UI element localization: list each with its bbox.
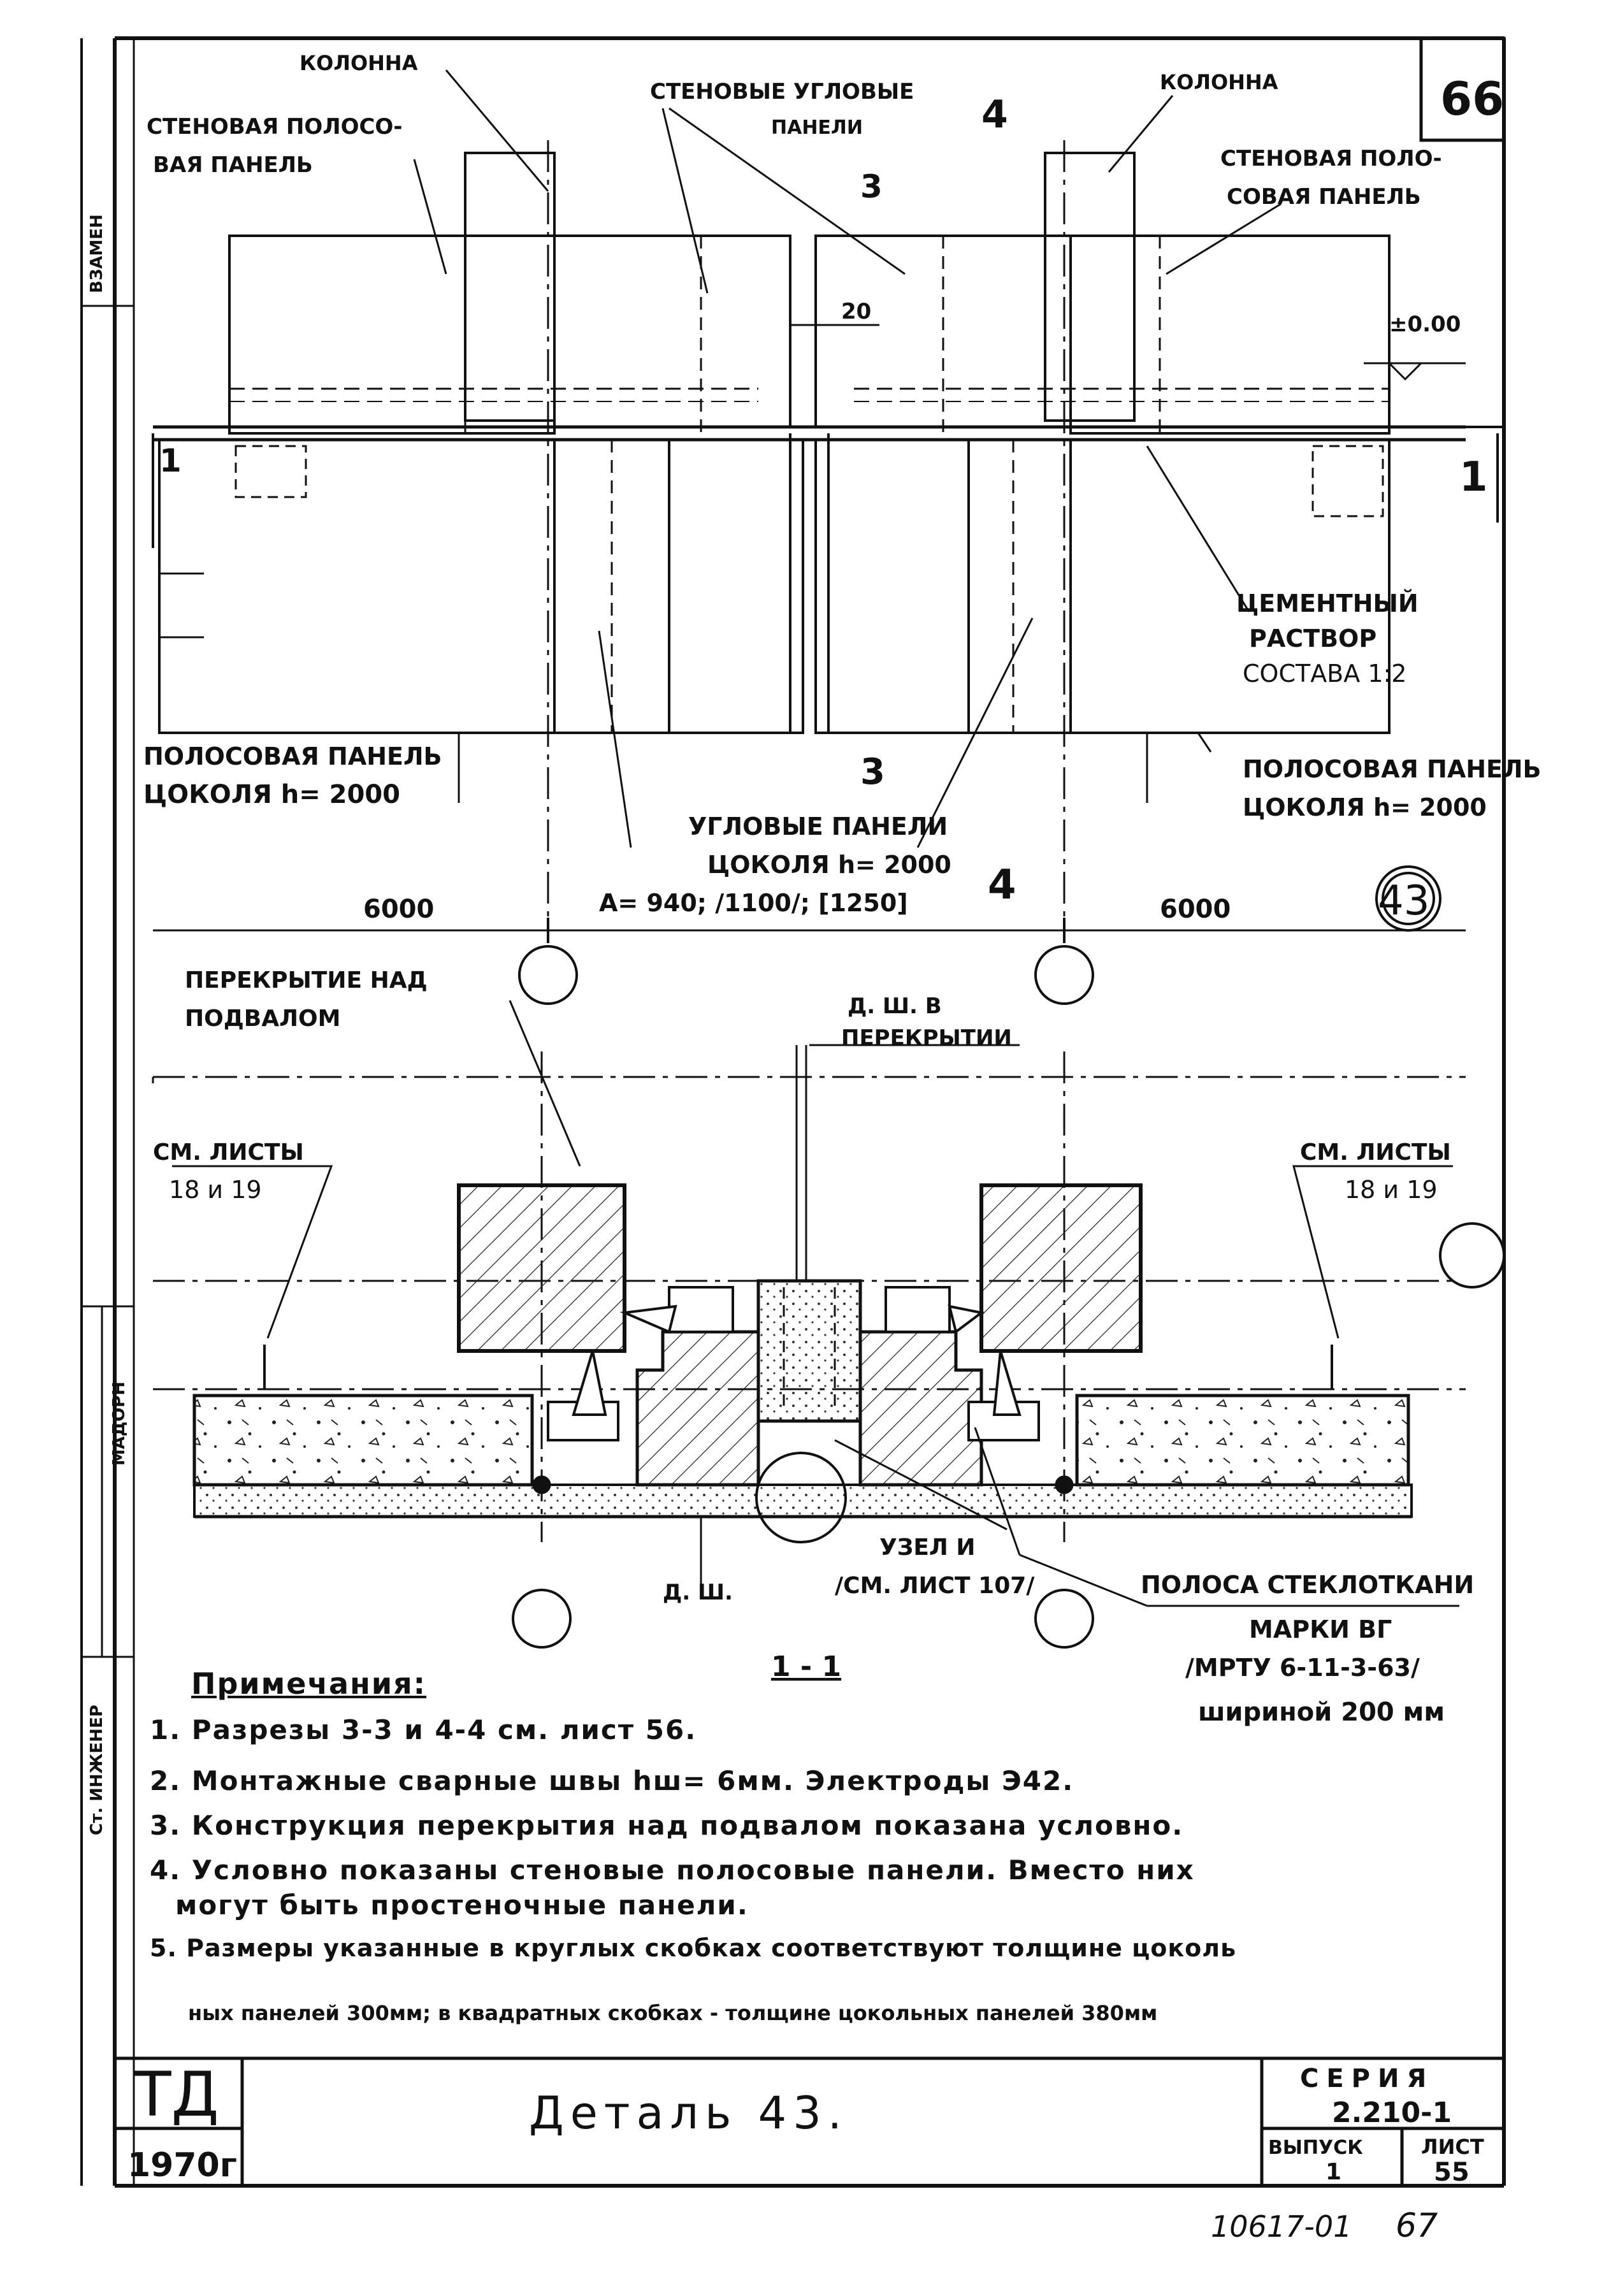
list-value: 55 [1434,2158,1470,2187]
label-cokol-left-1: ПОЛОСОВАЯ ПАНЕЛЬ [143,742,442,770]
dim-6000-left: 6000 [363,895,434,924]
label-stenovaya-left-2: ВАЯ ПАНЕЛЬ [153,152,313,178]
plan-view [152,69,1504,943]
label-sm-right-1: СМ. ЛИСТЫ [1300,1139,1451,1166]
label-dsh-1: Д. Ш. В [848,993,942,1019]
note-1: 1. Разрезы 3-3 и 4-4 см. лист 56. [150,1714,697,1745]
plan-labels: 66 КОЛОННА КОЛОННА СТЕНОВЫЕ УГЛОВЫЕ ПАНЕ… [143,51,1542,925]
label-stenovaya-right-2: СОВАЯ ПАНЕЛЬ [1227,184,1421,210]
section-mark-1-right: 1 [1459,454,1488,501]
label-sm-left-2: 18 и 19 [169,1176,262,1204]
section-mark-1-left: 1 [159,442,182,479]
page-number: 67 [1396,2207,1438,2245]
label-cement-1: ЦЕМЕНТНЫЙ [1236,589,1419,617]
label-stenovye-uglovye-1: СТЕНОВЫЕ УГЛОВЫЕ [650,79,914,105]
label-uglovye-2: ЦОКОЛЯ h= 2000 [707,851,951,879]
vypusk-value: 1 [1325,2159,1341,2185]
label-perekrytie-1: ПЕРЕКРЫТИЕ НАД [185,967,428,993]
label-dsh-2: ПЕРЕКРЫТИИ [841,1025,1012,1051]
label-polosa-2: МАРКИ ВГ [1249,1615,1392,1643]
dim-6000-right: 6000 [1160,895,1231,924]
label-perekrytie-2: ПОДВАЛОМ [185,1006,340,1032]
label-dsh-bottom: Д. Ш. [663,1580,733,1605]
label-cement-2: РАСТВОР [1249,625,1376,653]
title-detail: Деталь 43. [529,2087,848,2139]
label-polosa-1: ПОЛОСА СТЕКЛОТКАНИ [1141,1571,1474,1599]
label-uzel-2: /СМ. ЛИСТ 107/ [835,1573,1035,1599]
note-2: 2. Монтажные сварные швы hш= 6мм. Электр… [150,1765,1074,1796]
section-view [152,1000,1466,1607]
notes-title: Примечания: [191,1666,427,1701]
stamp-madorin: МАДОРН [110,1382,129,1466]
detail-number: 43 [1378,877,1429,925]
section-title: 1 - 1 [771,1650,841,1683]
stamp-vzamen: ВЗАМЕН [87,214,106,293]
label-uglovye-3: А= 940; /1100/; [1250] [599,889,908,917]
vypusk-label: ВЫПУСК [1268,2137,1363,2159]
section-labels: ПЕРЕКРЫТИЕ НАД ПОДВАЛОМ Д. Ш. В ПЕРЕКРЫТ… [153,967,1474,1727]
label-cokol-right-1: ПОЛОСОВАЯ ПАНЕЛЬ [1243,755,1542,783]
note-5b: ных панелей 300мм; в квадратных скобках … [188,2001,1158,2025]
title-year: 1970г [127,2146,237,2184]
note-3: 3. Конструкция перекрытия над подвалом п… [150,1810,1184,1841]
title-block-frame [115,2056,1504,2186]
label-cokol-left-2: ЦОКОЛЯ h= 2000 [143,780,400,809]
inventory-number: 10617-01 [1211,2209,1352,2244]
dim-20: 20 [841,299,871,324]
plan-axis-markers [518,865,1441,1005]
stamp-st-inzh: Ст. ИНЖЕНЕР [87,1705,106,1835]
list-label: ЛИСТ [1421,2135,1484,2159]
title-td: ТД [133,2059,219,2130]
label-cement-3: СОСТАВА 1:2 [1243,660,1406,688]
section-mark-4-bottom: 4 [988,862,1016,909]
series-label: СЕРИЯ [1300,2064,1434,2093]
label-uglovye-1: УГЛОВЫЕ ПАНЕЛИ [688,812,948,841]
section-mark-3-bottom: 3 [860,751,885,793]
sheet-corner-number: 66 [1440,72,1504,126]
label-stenovaya-right-1: СТЕНОВАЯ ПОЛО- [1220,146,1442,171]
side-stamps: ВЗАМЕН МАДОРН Ст. ИНЖЕНЕР [87,214,129,1835]
label-cokol-right-2: ЦОКОЛЯ h= 2000 [1243,793,1487,821]
note-4a: 4. Условно показаны стеновые полосовые п… [150,1854,1195,1886]
sheet-frame [80,36,1506,2188]
section-axis-markers [512,1222,1505,1649]
label-polosa-3: /МРТУ 6-11-3-63/ [1185,1654,1420,1682]
title-block: ТД 1970г Деталь 43. СЕРИЯ 2.210-1 ВЫПУСК… [127,2059,1484,2245]
section-mark-4-top: 4 [981,92,1008,137]
section-mark-3-top: 3 [860,168,883,205]
label-stenovaya-left-1: СТЕНОВАЯ ПОЛОСО- [147,114,402,140]
level-mark: ±0.00 [1389,312,1461,337]
label-kolonna-left: КОЛОННА [300,51,418,75]
note-4b: могут быть простеночные панели. [175,1889,749,1921]
label-kolonna-right: КОЛОННА [1160,70,1278,94]
label-sm-left-1: СМ. ЛИСТЫ [153,1139,304,1166]
label-sm-right-2: 18 и 19 [1345,1176,1438,1204]
label-stenovye-uglovye-2: ПАНЕЛИ [771,117,863,139]
series-value: 2.210-1 [1332,2097,1452,2129]
note-5a: 5. Размеры указанные в круглых скобках с… [150,1934,1237,1962]
label-uzel-1: УЗЕЛ И [879,1534,976,1561]
label-polosa-4: шириной 200 мм [1198,1698,1445,1727]
